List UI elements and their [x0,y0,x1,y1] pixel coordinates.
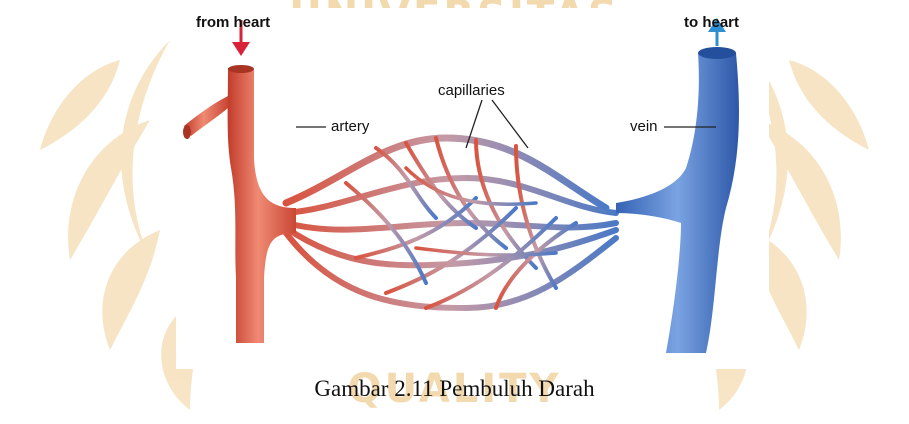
vein-label: vein [630,118,658,135]
artery-vessel [183,65,296,343]
capillaries-leader-line-2 [492,100,528,148]
to-heart-label: to heart [684,14,739,31]
capillary-network [286,138,616,308]
blood-vessel-diagram: from heart to heart capillaries artery v… [176,8,769,369]
vessel-illustration [176,8,769,369]
capillaries-label: capillaries [438,82,505,99]
artery-label: artery [331,118,369,135]
from-heart-label: from heart [196,14,270,31]
vein-vessel [616,47,739,353]
figure-caption: Gambar 2.11 Pembuluh Darah [0,376,909,402]
